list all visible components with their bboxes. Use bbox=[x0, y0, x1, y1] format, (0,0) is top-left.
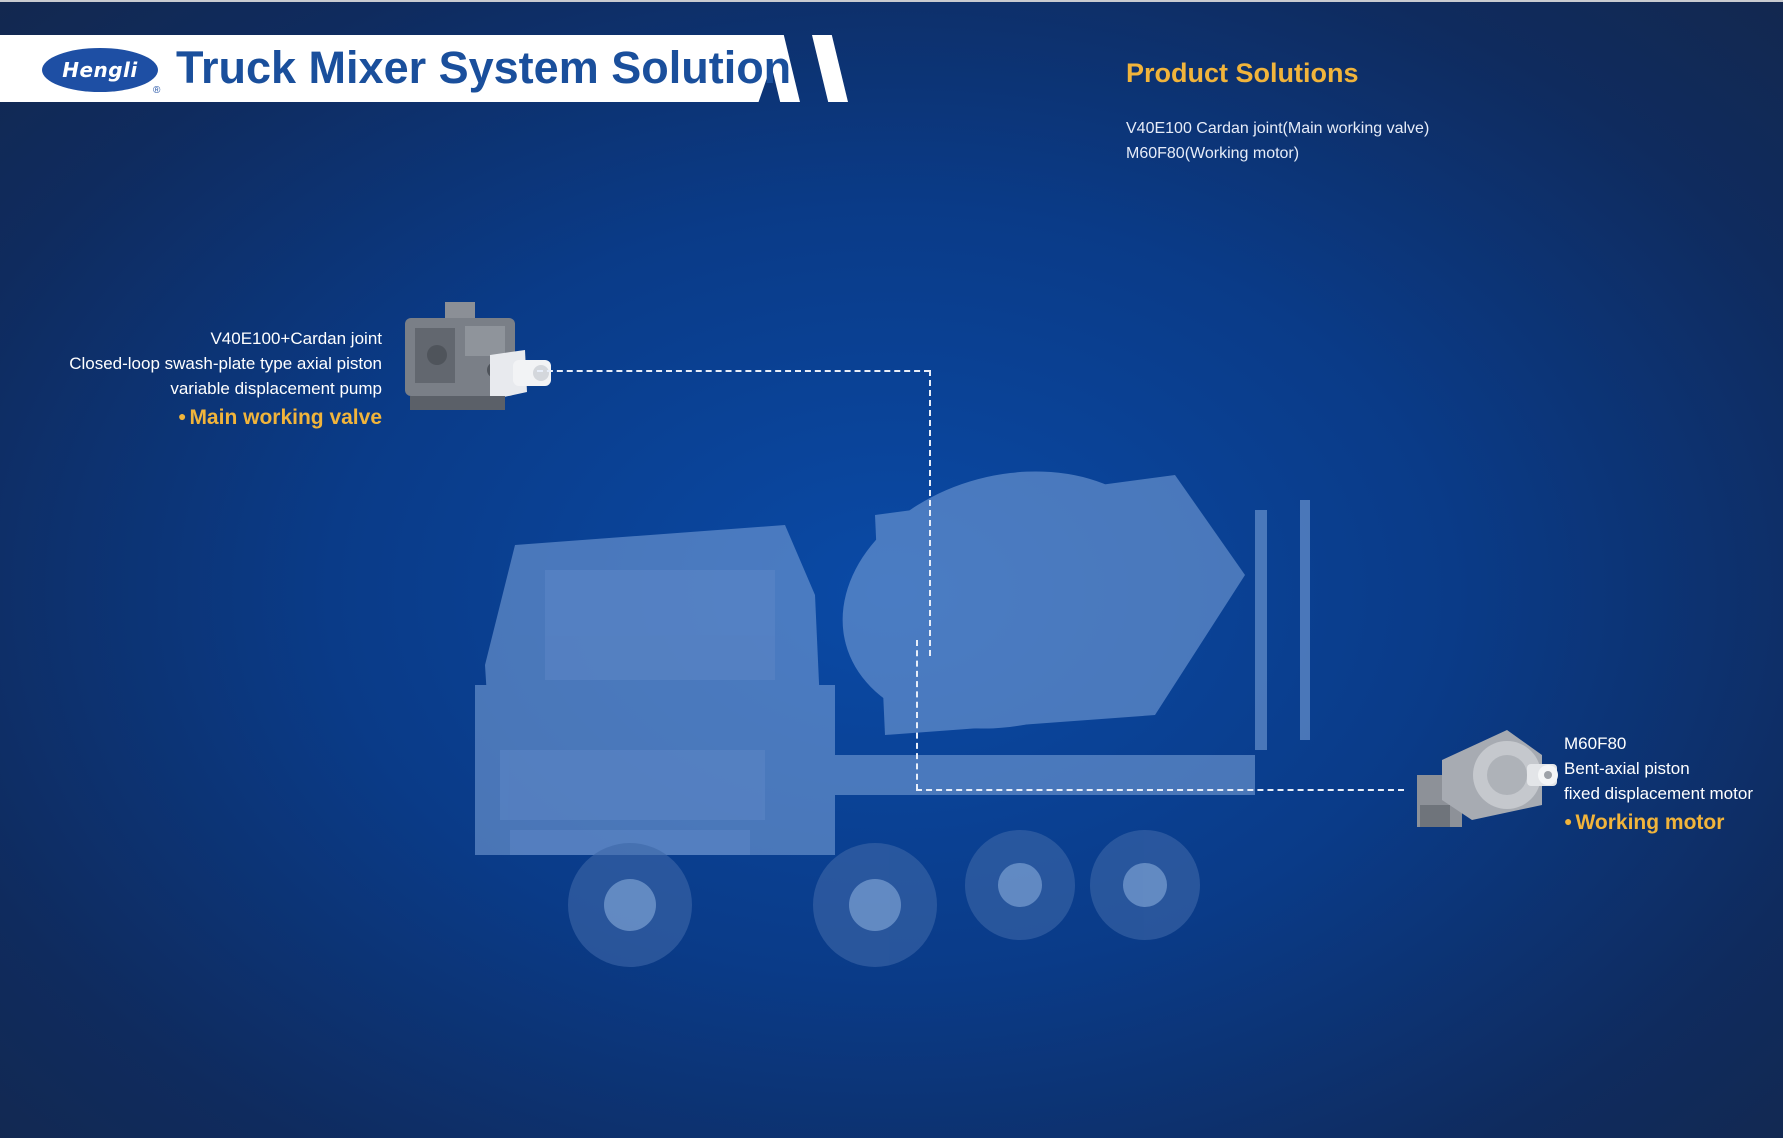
pump-description-line2: variable displacement pump bbox=[170, 379, 382, 398]
product-solutions-heading: Product Solutions bbox=[1126, 58, 1359, 88]
motor-role: ●Working motor bbox=[1564, 806, 1753, 838]
motor-description-line2: fixed displacement motor bbox=[1564, 784, 1753, 803]
brand-logo: Hengli bbox=[42, 48, 158, 92]
top-rule bbox=[0, 0, 1783, 2]
pump-role: ●Main working valve bbox=[69, 401, 382, 433]
mixer-truck-illustration bbox=[475, 471, 1310, 967]
pump-callout: V40E100+Cardan joint Closed-loop swash-p… bbox=[69, 326, 382, 433]
bullet-dot-icon: ● bbox=[1564, 813, 1573, 829]
pump-connector-vertical bbox=[929, 370, 931, 656]
bullet-dot-icon: ● bbox=[177, 408, 187, 424]
banner-stripe bbox=[812, 35, 848, 102]
pump-role-label: Main working valve bbox=[189, 406, 382, 429]
hydraulic-pump-icon bbox=[405, 302, 551, 410]
registered-mark: ® bbox=[153, 85, 161, 96]
hydraulic-motor-icon bbox=[1417, 730, 1558, 827]
page-title: Truck Mixer System Solution bbox=[176, 42, 792, 93]
motor-model: M60F80 bbox=[1564, 734, 1627, 753]
pump-model: V40E100+Cardan joint bbox=[210, 329, 382, 348]
motor-role-label: Working motor bbox=[1575, 811, 1725, 834]
product-solutions-list: V40E100 Cardan joint(Main working valve)… bbox=[1126, 116, 1429, 166]
product-solutions-item: M60F80(Working motor) bbox=[1126, 145, 1300, 162]
logo-text: Hengli bbox=[62, 58, 138, 82]
motor-callout: M60F80 Bent-axial piston fixed displacem… bbox=[1564, 731, 1753, 838]
pump-description-line1: Closed-loop swash-plate type axial pisto… bbox=[69, 354, 382, 373]
pump-connector-horizontal bbox=[537, 370, 930, 372]
motor-description-line1: Bent-axial piston bbox=[1564, 759, 1690, 778]
motor-connector-vertical bbox=[916, 640, 918, 790]
product-solutions-item: V40E100 Cardan joint(Main working valve) bbox=[1126, 120, 1430, 137]
motor-connector-horizontal bbox=[916, 789, 1404, 791]
